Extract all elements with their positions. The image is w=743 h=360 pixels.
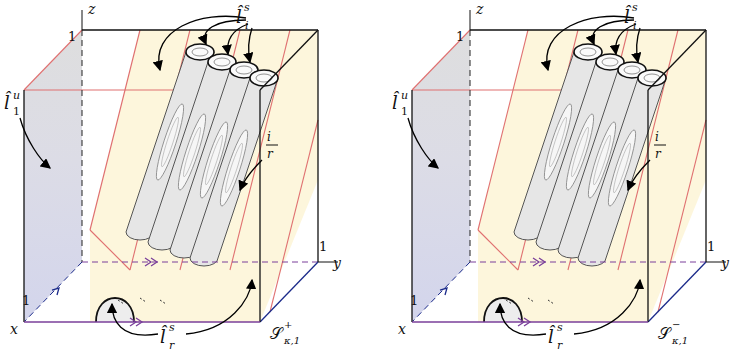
axis-tick: 1 bbox=[707, 240, 715, 253]
axis-tick: 1 bbox=[22, 294, 30, 307]
axis-tick: 1 bbox=[410, 294, 418, 307]
panel-label: 𝒮 bbox=[270, 326, 282, 342]
curve-label: l̂ bbox=[548, 328, 554, 346]
subscript: κ,1 bbox=[284, 336, 300, 346]
axis-tick: 1 bbox=[319, 240, 327, 253]
fraction-numerator: i bbox=[267, 131, 271, 143]
curve-label: l̂ bbox=[236, 8, 242, 26]
superscript: s bbox=[244, 2, 250, 13]
axis-label: z bbox=[476, 2, 483, 16]
superscript: s bbox=[169, 322, 175, 333]
axis-label: y bbox=[721, 256, 729, 270]
subscript: r bbox=[169, 340, 174, 351]
axis-label: z bbox=[88, 2, 95, 16]
subscript: i bbox=[633, 20, 637, 31]
subscript: 1 bbox=[13, 106, 20, 117]
superscript: s bbox=[632, 2, 638, 13]
superscript: u bbox=[13, 90, 20, 101]
curve-label: l̂ bbox=[4, 94, 10, 112]
axis-tick: 1 bbox=[68, 30, 76, 43]
subscript: 1 bbox=[401, 106, 408, 117]
subscript: r bbox=[557, 340, 562, 351]
axis-label: y bbox=[333, 256, 341, 270]
panel-label: 𝒮 bbox=[658, 326, 670, 342]
curve-label: l̂ bbox=[624, 8, 630, 26]
superscript: u bbox=[401, 90, 408, 101]
subscript: i bbox=[245, 20, 249, 31]
superscript: s bbox=[557, 322, 563, 333]
axis-tick: 1 bbox=[456, 30, 464, 43]
fraction-numerator: i bbox=[655, 131, 659, 143]
fraction-denominator: r bbox=[655, 148, 661, 160]
axis-label: x bbox=[398, 322, 406, 336]
superscript: + bbox=[284, 320, 292, 330]
curve-label: l̂ bbox=[160, 328, 166, 346]
superscript: − bbox=[672, 320, 680, 330]
fraction-denominator: r bbox=[267, 148, 273, 160]
curve-label: l̂ bbox=[392, 94, 398, 112]
subscript: κ,1 bbox=[672, 336, 688, 346]
axis-label: x bbox=[10, 322, 18, 336]
